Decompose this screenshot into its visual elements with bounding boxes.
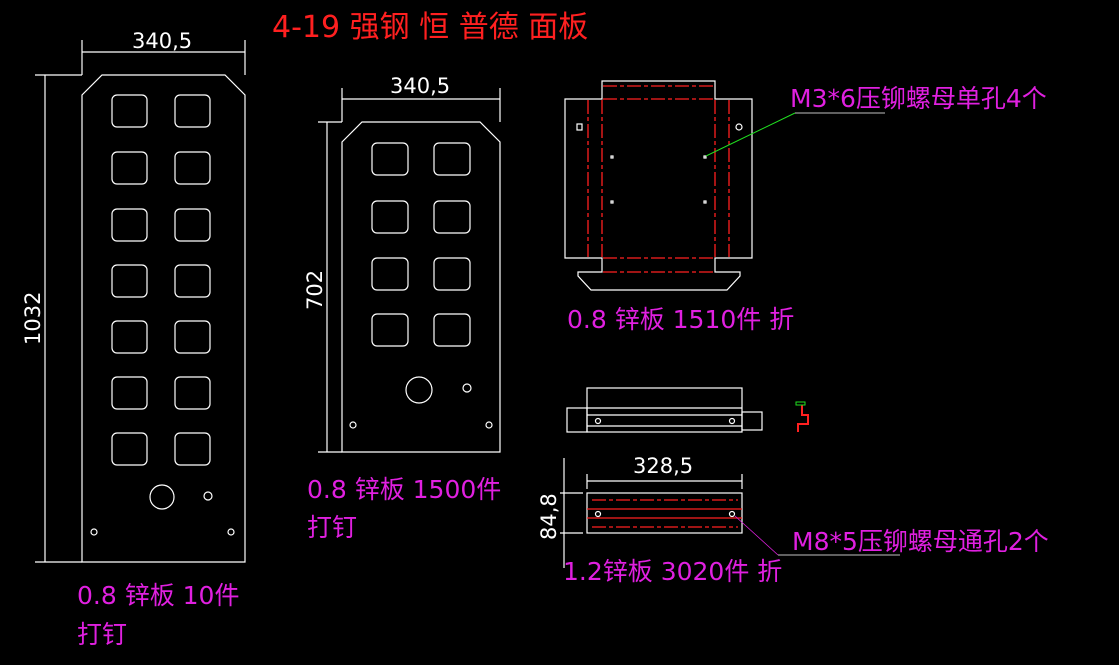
window-cutout <box>174 320 211 354</box>
window-cutout <box>174 432 211 466</box>
note-line2: 打钉 <box>307 513 357 542</box>
window-cutout <box>433 257 471 291</box>
drawing-title: 4-19 强钢 恒 普德 面板 <box>272 10 588 45</box>
window-cutout <box>371 257 409 291</box>
panel-large: 340,5 1032 0.8 锌板 10件 打钉 <box>21 29 246 649</box>
window-cutout <box>433 142 471 176</box>
window-cutout <box>111 320 148 354</box>
window-cutout <box>371 200 409 234</box>
window-cutout <box>111 376 148 410</box>
width-dimension: 328,5 <box>633 454 693 478</box>
window-cutout <box>111 208 148 242</box>
width-dimension: 340,5 <box>132 29 192 53</box>
panel-medium: 340,5 702 0.8 锌板 1500件 打钉 <box>303 74 501 542</box>
window-cutout <box>111 264 148 298</box>
window-cutout <box>174 151 211 185</box>
note-line1: 0.8 锌板 1500件 <box>307 475 501 504</box>
note-line2: 打钉 <box>77 620 127 649</box>
window-cutout <box>174 264 211 298</box>
window-cutout <box>174 376 211 410</box>
bracket-callout: M3*6压铆螺母单孔4个 <box>790 84 1047 113</box>
window-cutout <box>111 94 148 128</box>
bracket-note: 0.8 锌板 1510件 折 <box>567 305 794 334</box>
window-cutout <box>174 94 211 128</box>
height-dimension: 702 <box>303 270 327 310</box>
window-cutout <box>111 151 148 185</box>
rail-views: 328,5 84,8 M8*5压铆螺母通孔2个 1.2锌板 3020件 折 <box>537 387 1049 586</box>
rail-callout: M8*5压铆螺母通孔2个 <box>792 527 1049 556</box>
note-line1: 0.8 锌板 10件 <box>77 581 239 610</box>
width-dimension: 340,5 <box>390 74 450 98</box>
height-dimension: 84,8 <box>537 493 561 540</box>
window-cutout <box>174 208 211 242</box>
bracket-flat-pattern: M3*6压铆螺母单孔4个 0.8 锌板 1510件 折 <box>564 80 1047 334</box>
rail-note: 1.2锌板 3020件 折 <box>563 557 782 586</box>
window-cutout <box>433 200 471 234</box>
window-cutout <box>433 313 471 347</box>
height-dimension: 1032 <box>21 292 45 345</box>
window-cutout <box>111 432 148 466</box>
window-cutout <box>371 313 409 347</box>
window-cutout <box>371 142 409 176</box>
